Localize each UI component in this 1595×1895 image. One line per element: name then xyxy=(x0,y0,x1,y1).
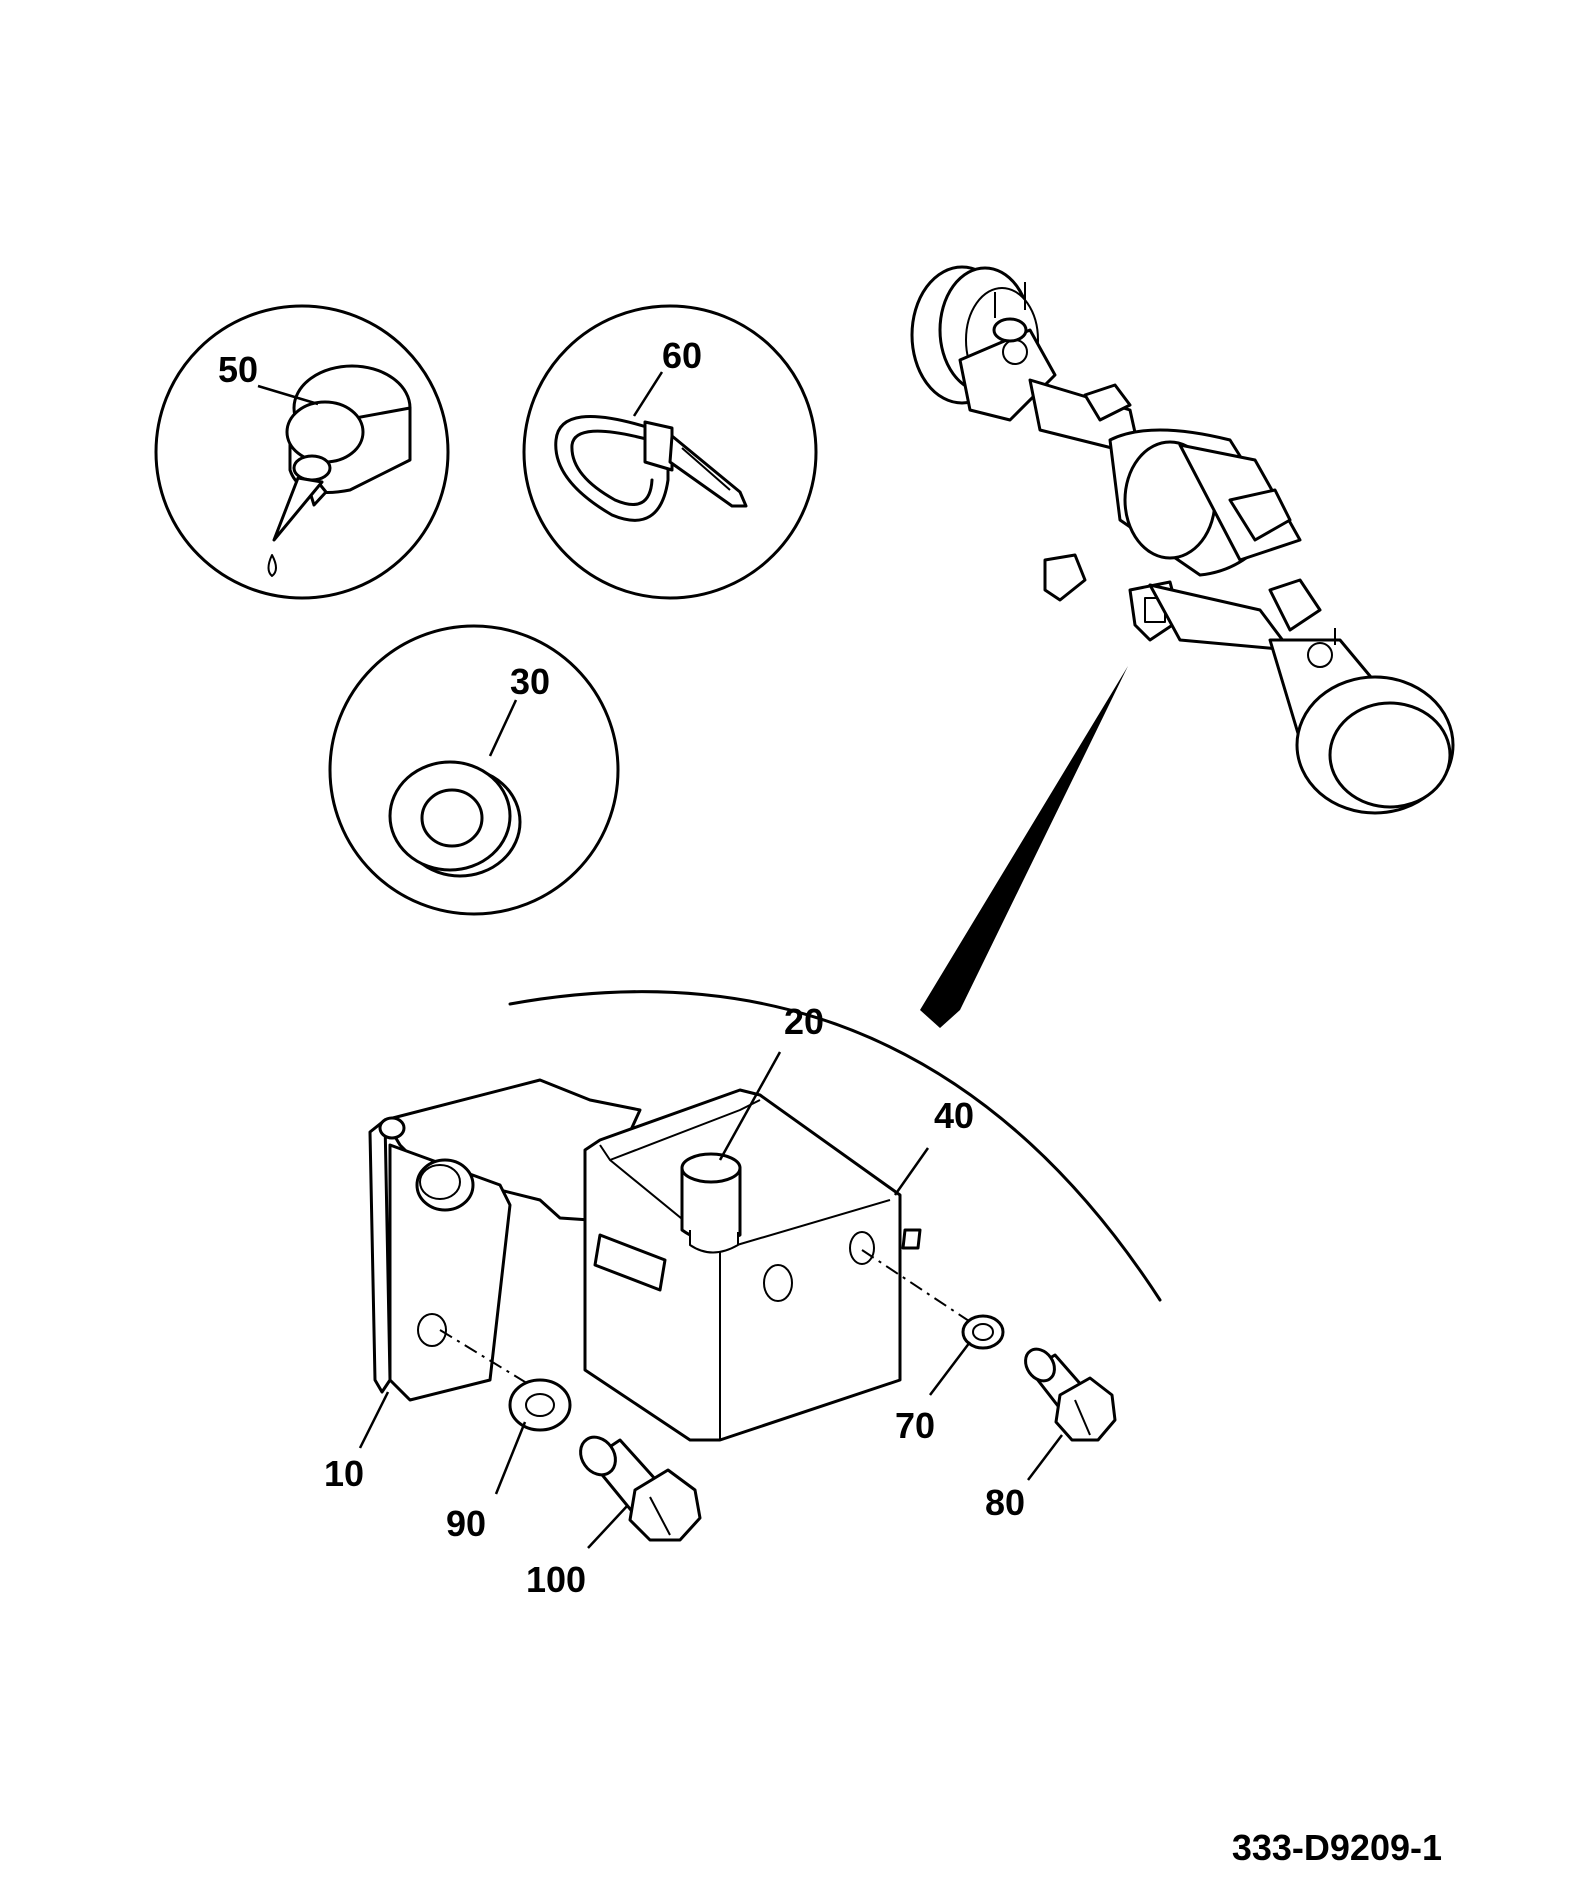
callout-40: 40 xyxy=(934,1095,974,1136)
callout-100: 100 xyxy=(526,1559,586,1600)
callout-60: 60 xyxy=(662,335,702,376)
alignment-line-left xyxy=(439,1329,531,1386)
cable-tie-icon xyxy=(554,414,748,522)
alignment-line-right xyxy=(861,1249,976,1326)
bolt-part-100 xyxy=(579,1435,702,1542)
sensor-part-20 xyxy=(680,1152,742,1254)
washer-icon xyxy=(388,760,522,878)
callout-30: 30 xyxy=(510,661,550,702)
callout-50: 50 xyxy=(218,349,258,390)
washer-part-70 xyxy=(961,1314,1005,1350)
detail-cable-tie: 60 xyxy=(522,304,818,600)
axle-assembly-illustration xyxy=(910,265,1455,815)
callout-90: 90 xyxy=(446,1503,486,1544)
callout-80: 80 xyxy=(985,1482,1025,1523)
detail-washer: 30 xyxy=(328,624,620,916)
bolt-part-80 xyxy=(1024,1347,1117,1442)
bracket-part-40 xyxy=(583,1088,922,1442)
drawing-number: 333-D9209-1 xyxy=(1232,1827,1442,1868)
bracket-part-10 xyxy=(368,1078,642,1402)
zoom-pointer xyxy=(920,666,1128,1028)
detail-adhesive-bottle: 50 xyxy=(154,304,450,600)
callout-20: 20 xyxy=(784,1001,824,1042)
callout-10: 10 xyxy=(324,1453,364,1494)
detail-arc xyxy=(508,990,1162,1302)
washer-part-90 xyxy=(508,1378,572,1432)
callout-70: 70 xyxy=(895,1405,935,1446)
adhesive-bottle-icon xyxy=(267,364,412,577)
